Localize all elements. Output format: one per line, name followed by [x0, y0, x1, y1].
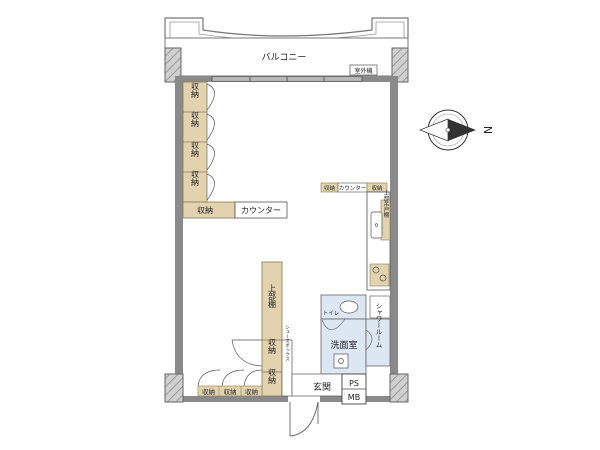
kitchen-sink — [370, 211, 383, 239]
storage-label-9: 収納 — [224, 387, 237, 396]
pillar-bottom-left — [164, 373, 184, 403]
compass-north-label: N — [481, 126, 494, 134]
pillar-bottom-right — [389, 373, 409, 403]
counter-label: カウンター — [241, 206, 281, 215]
kitchen-storage-left-label: 収納 — [324, 184, 336, 192]
air-conditioner-box — [349, 64, 378, 76]
shower-door-arc — [365, 329, 373, 351]
shoe-box — [281, 339, 293, 397]
storage-label-7: 収納 — [268, 367, 277, 385]
toilet-bowl — [339, 300, 359, 314]
washroom-label: 洗面室 — [330, 339, 357, 351]
wall-bottom-left — [175, 396, 288, 402]
compass-icon — [419, 109, 476, 151]
closet-door-arcs — [206, 83, 215, 201]
storage-label-4: 収納 — [191, 169, 200, 187]
storage-label-6: 収納 — [268, 337, 277, 355]
kitchen-upper-cabinet-label: 上部吊戸棚 — [383, 189, 390, 219]
storage-label-2: 収納 — [191, 110, 200, 128]
wall-left — [175, 76, 183, 396]
storage-label-10: 収納 — [245, 387, 258, 396]
washbasin — [333, 353, 349, 369]
storage-label-5: 収納 — [197, 205, 213, 215]
front-door — [289, 401, 319, 437]
storage-row-bottom — [197, 385, 263, 397]
toilet-label: トイレ — [323, 311, 340, 317]
storage-label-8: 収納 — [202, 387, 215, 396]
wall-right — [390, 76, 398, 396]
storage-label-3: 収納 — [191, 140, 200, 158]
air-conditioner-label: 室外機 — [354, 67, 372, 75]
kitchen-storage-right-label: 収納 — [371, 184, 383, 192]
balcony-outline — [164, 17, 409, 38]
balcony-pillar-right — [391, 47, 409, 83]
upper-shelf-block — [261, 261, 283, 373]
kitchen-counter-label: カウンター — [339, 184, 367, 192]
balcony-sliding-window — [211, 76, 363, 82]
kitchen-stove — [369, 263, 390, 287]
ps-label: PS — [349, 379, 359, 388]
entrance-label: 玄関 — [313, 381, 331, 393]
counter-block — [234, 201, 288, 219]
mb-label: MB — [348, 393, 360, 402]
kitchen-side-shelf — [369, 295, 391, 319]
shower-room — [365, 318, 391, 367]
shoe-box-label: シューズボックス — [285, 325, 290, 361]
sink-drain — [374, 223, 379, 227]
washroom-door-arc — [321, 318, 346, 331]
interior-door-arcs — [197, 339, 263, 387]
balcony-pillar-left — [164, 47, 182, 83]
balcony-label: バルコニー — [262, 52, 307, 63]
storage-label-1: 収納 — [191, 81, 200, 99]
upper-shelf-label: 上部棚 — [268, 284, 277, 309]
shower-room-label: シャワールーム — [374, 302, 382, 348]
